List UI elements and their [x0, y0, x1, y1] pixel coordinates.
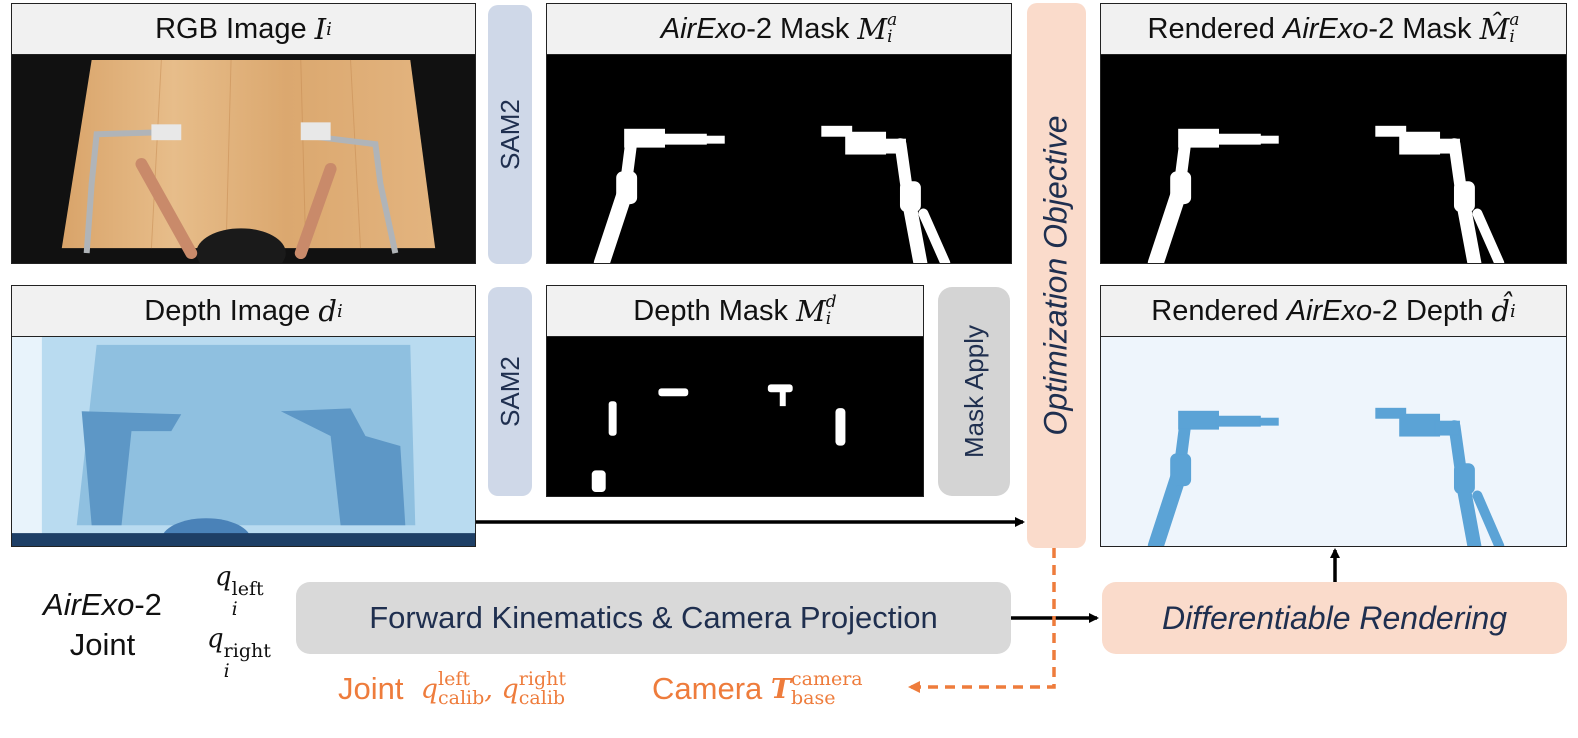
forward-kinematics-block: Forward Kinematics & Camera Projection	[296, 582, 1011, 654]
sam2-bottom-label: SAM2	[494, 356, 525, 427]
sam2-bottom-block: SAM2	[488, 287, 532, 496]
depth-mask-image	[547, 337, 923, 496]
rendered-depth-title: Rendered AirExo-2 Depth d̂i	[1101, 286, 1566, 337]
optimization-objective-block: Optimization Objective	[1027, 3, 1086, 548]
mask-apply-block: Mask Apply	[938, 287, 1010, 496]
rgb-image	[12, 55, 475, 263]
sam2-top-label: SAM2	[494, 99, 525, 170]
rendered-depth-panel: Rendered AirExo-2 Depth d̂i	[1100, 285, 1567, 547]
airexo-mask-image	[547, 55, 1011, 263]
forward-kinematics-label: Forward Kinematics & Camera Projection	[369, 600, 938, 635]
mask-apply-label: Mask Apply	[958, 325, 989, 458]
sam2-top-block: SAM2	[488, 5, 532, 264]
rendered-mask-image	[1101, 55, 1566, 263]
differentiable-rendering-block: Differentiable Rendering	[1102, 582, 1567, 654]
depth-image	[12, 337, 475, 546]
rendered-depth-image	[1101, 337, 1566, 546]
airexo-joint-label: AirExo-2 Joint	[43, 587, 162, 662]
optimization-objective-label: Optimization Objective	[1038, 115, 1074, 436]
differentiable-rendering-label: Differentiable Rendering	[1161, 599, 1508, 636]
